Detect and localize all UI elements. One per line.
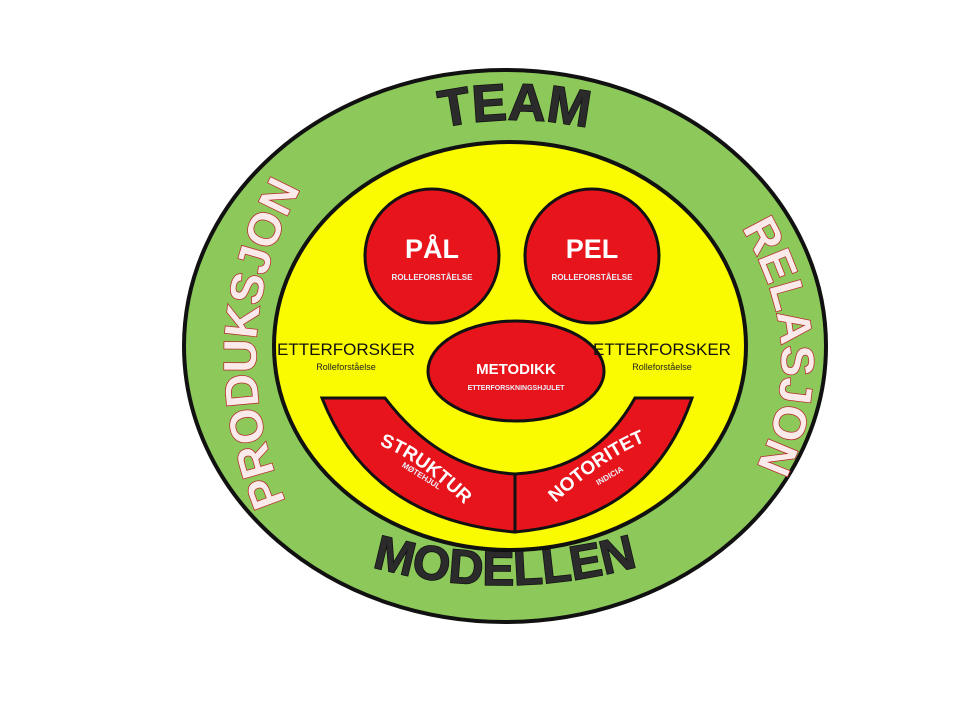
circle-pel: PEL ROLLEFORSTÅELSE bbox=[523, 187, 661, 325]
circle-pel-title: PEL bbox=[566, 234, 619, 264]
circle-pal: PÅL ROLLEFORSTÅELSE bbox=[363, 187, 501, 325]
circle-pel-subtitle: ROLLEFORSTÅELSE bbox=[552, 273, 634, 282]
side-label-right-subtitle: Rolleforståelse bbox=[632, 362, 692, 372]
ring-label-top: TEAM bbox=[434, 74, 595, 140]
circle-pal-subtitle: ROLLEFORSTÅELSE bbox=[392, 273, 474, 282]
ellipse-metodikk: METODIKK ETTERFORSKNINGSHJULET bbox=[426, 319, 606, 423]
smile-segment-notoritet bbox=[513, 396, 695, 534]
metodikk-subtitle: ETTERFORSKNINGSHJULET bbox=[468, 385, 566, 392]
side-label-left-subtitle: Rolleforståelse bbox=[316, 362, 376, 372]
side-label-right-title: ETTERFORSKER bbox=[593, 340, 731, 359]
circle-pal-title: PÅL bbox=[405, 233, 459, 264]
side-label-left-title: ETTERFORSKER bbox=[277, 340, 415, 359]
metodikk-title: METODIKK bbox=[476, 361, 556, 378]
